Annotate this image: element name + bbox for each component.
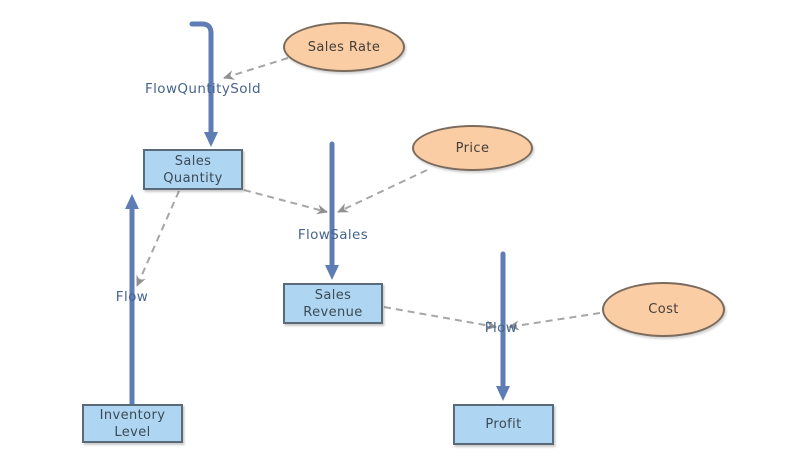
- connector-sales-rate-to-flow-quantity-sold[interactable]: [223, 57, 289, 80]
- auxiliary-price-label: Price: [455, 140, 490, 156]
- flow-label-quantity-sold: FlowQuntitySold: [144, 81, 262, 97]
- auxiliary-cost[interactable]: Cost: [602, 282, 725, 337]
- stock-profit-label: Profit: [485, 417, 522, 432]
- stock-inventory-level[interactable]: Inventory Level: [82, 404, 183, 443]
- connector-price-to-flow-sales[interactable]: [337, 169, 428, 213]
- stock-sales-revenue-label: Sales Revenue: [303, 287, 363, 320]
- auxiliary-sales-rate-label: Sales Rate: [307, 39, 381, 55]
- connector-sales-quantity-to-flow-sales[interactable]: [243, 189, 328, 215]
- flow-label-profit: Flow: [484, 320, 518, 336]
- stock-sales-revenue[interactable]: Sales Revenue: [283, 283, 383, 324]
- stock-sales-quantity[interactable]: Sales Quantity: [143, 149, 243, 190]
- flow-label-sales: FlowSales: [297, 227, 369, 243]
- stock-profit[interactable]: Profit: [453, 404, 554, 445]
- stock-inventory-level-label-line1: Inventory: [99, 407, 166, 423]
- stock-sales-quantity-label-line1: Sales: [174, 153, 212, 169]
- connector-sales-quantity-to-flow-inventory[interactable]: [136, 190, 180, 287]
- stock-inventory-level-label-line2: Level: [114, 424, 151, 440]
- flow-label-inventory: Flow: [115, 289, 149, 305]
- flow-pipe-quantity-sold[interactable]: [189, 21, 218, 147]
- connector-sales-revenue-to-flow-profit[interactable]: [383, 306, 497, 331]
- stock-sales-quantity-label-line2: Quantity: [163, 170, 223, 186]
- connector-cost-to-flow-profit[interactable]: [508, 312, 601, 331]
- auxiliary-sales-rate[interactable]: Sales Rate: [283, 22, 405, 72]
- auxiliary-price[interactable]: Price: [412, 125, 533, 171]
- auxiliary-cost-label: Cost: [648, 302, 679, 317]
